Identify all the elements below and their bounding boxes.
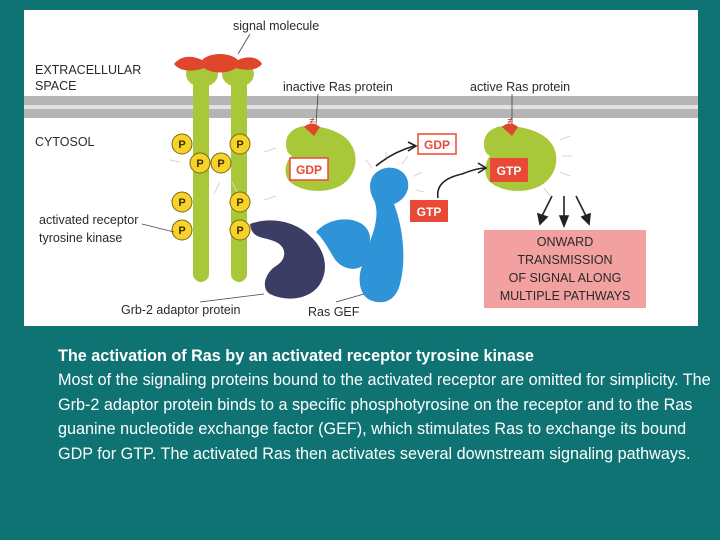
gtp-bound: GTP <box>497 164 522 178</box>
plasma-membrane <box>24 96 698 118</box>
svg-text:P: P <box>178 139 185 151</box>
svg-text:≠: ≠ <box>507 116 513 127</box>
inactive-ras-protein: ≠ GDP <box>285 116 356 191</box>
active-ras-glow <box>543 135 572 197</box>
svg-text:GDP: GDP <box>424 138 450 152</box>
svg-text:P: P <box>236 225 243 237</box>
diagram-panel: P P P P P P P P <box>24 10 698 326</box>
label-receptor-1: activated receptor <box>39 213 138 227</box>
svg-text:P: P <box>178 225 185 237</box>
downstream-arrows <box>536 195 591 229</box>
svg-text:MULTIPLE PATHWAYS: MULTIPLE PATHWAYS <box>500 289 631 303</box>
phospho-1: P <box>171 133 193 155</box>
label-receptor-2: tyrosine kinase <box>39 231 122 245</box>
svg-text:GTP: GTP <box>417 205 442 219</box>
signal-molecule <box>174 54 262 73</box>
svg-text:P: P <box>196 158 203 170</box>
gdp-bound: GDP <box>296 163 322 177</box>
gdp-release-arrow <box>375 145 415 167</box>
gdp-release-arrowhead <box>407 141 418 152</box>
phospho-7: P <box>171 219 193 241</box>
svg-text:P: P <box>217 158 224 170</box>
label-ras-gef: Ras GEF <box>308 305 360 319</box>
svg-text:P: P <box>236 139 243 151</box>
svg-text:≠: ≠ <box>309 116 315 127</box>
svg-text:OF SIGNAL ALONG: OF SIGNAL ALONG <box>509 271 622 285</box>
label-space: SPACE <box>35 79 76 93</box>
onward-transmission-box: ONWARD TRANSMISSION OF SIGNAL ALONG MULT… <box>484 230 646 308</box>
active-ras-protein: ≠ GTP <box>484 116 557 191</box>
leader-lines <box>141 33 513 303</box>
label-grb2: Grb-2 adaptor protein <box>121 303 241 317</box>
caption-body: Most of the signaling proteins bound to … <box>58 371 711 463</box>
phospho-2: P <box>229 133 251 155</box>
label-inactive-ras: inactive Ras protein <box>283 80 393 94</box>
ras-activation-diagram: P P P P P P P P <box>24 19 698 319</box>
phospho-4: P <box>210 152 232 174</box>
exchange-arrows <box>375 141 488 199</box>
phospho-3: P <box>189 152 211 174</box>
svg-text:TRANSMISSION: TRANSMISSION <box>517 253 612 267</box>
gtp-uptake-arrow <box>436 167 487 199</box>
phospho-8: P <box>229 219 251 241</box>
caption: The activation of Ras by an activated re… <box>58 344 713 466</box>
phospho-6: P <box>229 191 251 213</box>
grb2-adaptor-protein <box>250 220 325 299</box>
gtp-incoming: GTP <box>410 200 448 222</box>
label-extracellular: EXTRACELLULAR <box>35 63 141 77</box>
gtp-uptake-arrowhead <box>477 162 488 174</box>
gdp-released: GDP <box>417 133 457 155</box>
phospho-5: P <box>171 191 193 213</box>
label-active-ras: active Ras protein <box>470 80 570 94</box>
label-signal-molecule: signal molecule <box>233 19 319 33</box>
svg-text:ONWARD: ONWARD <box>537 235 593 249</box>
svg-text:P: P <box>178 197 185 209</box>
ras-gef <box>316 152 425 303</box>
svg-text:P: P <box>236 197 243 209</box>
caption-title: The activation of Ras by an activated re… <box>58 347 534 365</box>
label-cytosol: CYTOSOL <box>35 135 95 149</box>
